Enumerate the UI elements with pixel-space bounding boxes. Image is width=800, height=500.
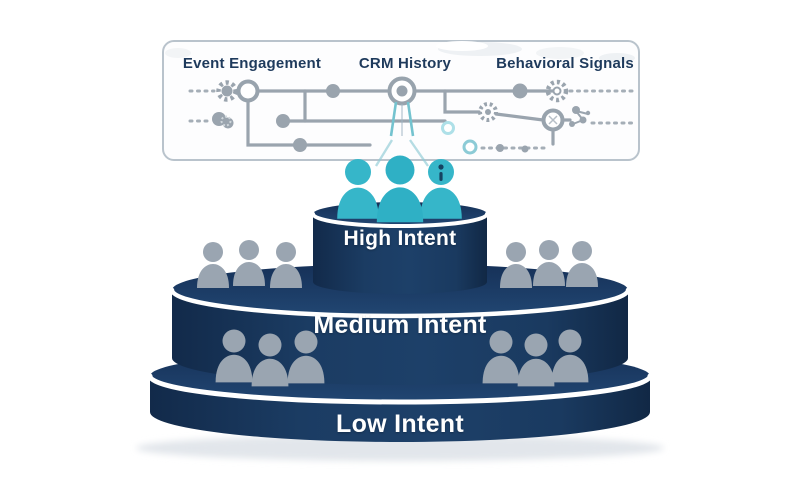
high-intent-tier xyxy=(311,139,489,294)
signal-sources-panel: Event Engagement CRM History Behavioral … xyxy=(162,40,640,161)
person-icon xyxy=(376,155,424,223)
person-icon xyxy=(500,242,532,288)
tier-label-high-intent: High Intent xyxy=(343,227,457,250)
person-icon xyxy=(233,240,265,286)
branch-line xyxy=(494,112,545,122)
source-label-behavioral-signals: Behavioral Signals xyxy=(496,55,634,72)
person-icon xyxy=(517,333,555,387)
low-tier-top-surface xyxy=(150,350,650,402)
high-tier-rim xyxy=(311,212,489,228)
low-tier-rim xyxy=(147,373,653,405)
gear-icon xyxy=(216,80,238,102)
high-intent-people xyxy=(337,155,462,223)
crm-hub-node xyxy=(387,76,417,106)
molecule-icon xyxy=(569,106,591,127)
person-icon xyxy=(251,333,289,387)
person-icon xyxy=(420,159,462,219)
person-icon xyxy=(566,241,598,287)
person-icon xyxy=(270,242,302,288)
network-node-icon xyxy=(541,108,565,132)
person-icon xyxy=(215,329,253,383)
gear-icon xyxy=(545,79,569,103)
branch-line xyxy=(443,89,481,114)
high-tier-front xyxy=(313,214,487,294)
cloud-icon xyxy=(212,112,234,129)
network-node-icon xyxy=(293,138,307,152)
person-icon xyxy=(337,159,379,219)
network-node-icon xyxy=(441,121,455,135)
network-node-icon xyxy=(496,144,504,152)
high-tier-top-surface xyxy=(313,202,487,226)
source-label-crm-history: CRM History xyxy=(358,55,452,72)
person-icon xyxy=(533,240,565,286)
network-node-icon xyxy=(236,79,260,103)
signal-funnel xyxy=(389,101,415,137)
network-node-icon xyxy=(276,114,290,128)
tier-label-medium-intent: Medium Intent xyxy=(313,311,487,339)
cloud-decor xyxy=(165,41,635,63)
person-icon xyxy=(197,242,229,288)
gear-icon xyxy=(478,102,498,122)
network-node-icon xyxy=(462,139,478,155)
network-node-icon xyxy=(326,84,340,98)
info-mark xyxy=(438,164,444,181)
signal-network-diagram xyxy=(165,41,638,155)
network-node-icon xyxy=(521,145,529,153)
network-node-icon xyxy=(512,83,528,99)
medium-tier-top-surface xyxy=(172,264,628,316)
tier-label-low-intent: Low Intent xyxy=(336,410,464,438)
branch-line xyxy=(246,99,372,147)
source-label-event-engagement: Event Engagement xyxy=(182,55,322,72)
person-icon xyxy=(551,329,589,383)
